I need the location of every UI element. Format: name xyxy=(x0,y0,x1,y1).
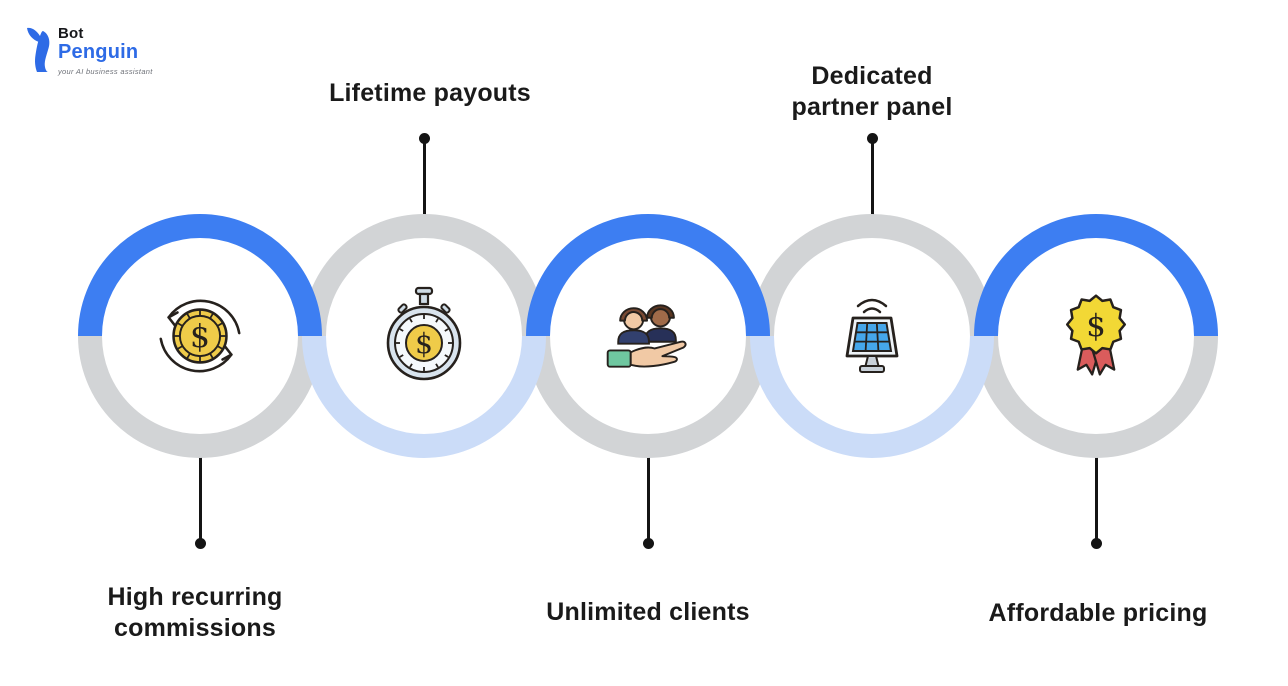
logo-tagline: your AI business assistant xyxy=(58,66,153,76)
step-label-1: High recurring commissions xyxy=(107,583,283,642)
step-circle-2: $ xyxy=(302,214,546,458)
step-circle-4 xyxy=(750,214,994,458)
step-label-3: Unlimited clients xyxy=(546,598,750,626)
connector-line-step2 xyxy=(422,139,426,217)
step-label-4: Dedicated partner panel xyxy=(791,62,953,121)
connector-dot-step3 xyxy=(642,538,654,549)
logo-brand-top: Bot xyxy=(58,25,84,42)
connector-line-step3 xyxy=(646,455,650,545)
logo-text: Bot Penguin your AI business assistant xyxy=(58,26,153,76)
connector-line-step1 xyxy=(198,455,202,545)
connector-dot-step2 xyxy=(418,133,430,144)
step-label-5: Affordable pricing xyxy=(988,599,1208,627)
step-circle-3 xyxy=(526,214,770,458)
connector-line-step4 xyxy=(870,139,874,217)
connector-dot-step4 xyxy=(866,133,878,144)
step-label-2: Lifetime payouts xyxy=(329,79,531,107)
logo-brand-bottom: Penguin xyxy=(58,40,139,63)
connector-dot-step5 xyxy=(1090,538,1102,549)
botpenguin-logo: Bot Penguin your AI business assistant xyxy=(22,26,153,76)
step-circle-5: $ xyxy=(974,214,1218,458)
step-circle-1: $ xyxy=(78,214,322,458)
penguin-icon xyxy=(27,27,50,72)
connector-line-step5 xyxy=(1094,455,1098,545)
connector-dot-step1 xyxy=(194,538,206,549)
